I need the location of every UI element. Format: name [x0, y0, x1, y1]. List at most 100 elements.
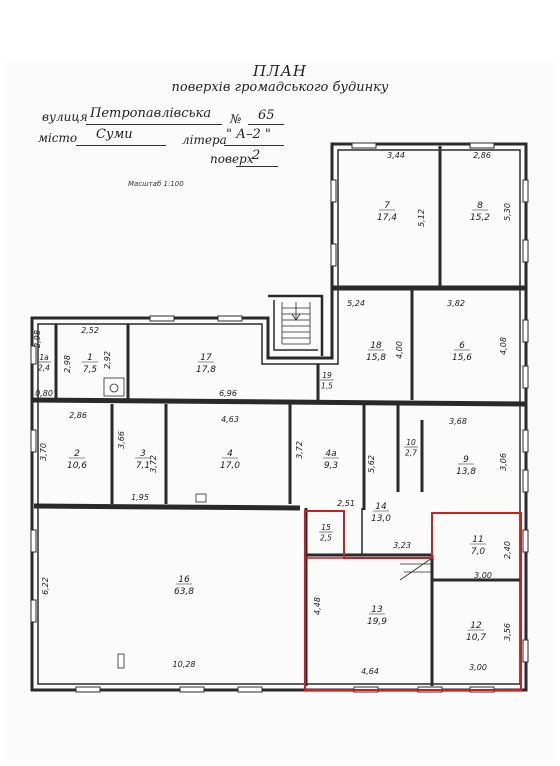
highlight-outline	[304, 510, 522, 691]
city-label: місто	[38, 131, 78, 145]
dimension-label: 4,48	[313, 597, 322, 615]
wall	[33, 503, 301, 511]
street-label: вулиця	[42, 110, 88, 124]
dimension-label: 3,44	[387, 151, 405, 160]
plan-subtitle: поверхів громадського будинку	[171, 80, 389, 95]
room-number: 10	[406, 438, 416, 447]
room-area: 2,4	[38, 364, 50, 373]
window	[522, 469, 529, 493]
dimension-label: 3,23	[393, 541, 411, 550]
number-value: 65	[258, 108, 275, 123]
dimension-label: 3,66	[117, 431, 126, 449]
wall	[31, 397, 527, 407]
room-area: 13,0	[371, 514, 391, 524]
room-number: 1	[87, 353, 93, 363]
room-number: 7	[384, 201, 390, 211]
number-underline	[248, 124, 284, 125]
room-area: 10,7	[466, 633, 486, 643]
window	[30, 345, 37, 365]
dimension-label: 2,98	[63, 355, 72, 373]
room-number: 16	[178, 575, 190, 585]
room-number: 3	[140, 449, 146, 459]
window	[522, 365, 529, 389]
dimension-label: 5,30	[503, 203, 512, 221]
window	[237, 686, 263, 693]
dimension-label: 3,82	[447, 299, 465, 308]
room-area: 63,8	[174, 587, 194, 597]
room-number: 17	[200, 353, 212, 363]
room-number: 11	[472, 535, 483, 545]
room-area: 10,6	[67, 461, 87, 471]
window	[522, 639, 529, 663]
room-number: 8	[477, 201, 483, 211]
dimension-label: 10,28	[173, 660, 196, 669]
room-area: 7,5	[83, 365, 98, 375]
dimension-label: 4,00	[395, 341, 404, 359]
dimension-label: 2,92	[103, 351, 112, 369]
stair-wall	[273, 300, 318, 351]
dimension-label: 5,62	[367, 455, 376, 473]
dimension-label: 2,51	[337, 499, 355, 508]
window	[30, 529, 37, 553]
dimension-label: 6,96	[219, 389, 237, 398]
letter-underline	[224, 145, 284, 146]
room-number: 14	[375, 502, 387, 512]
room-number: 19	[322, 371, 332, 380]
window	[179, 686, 205, 693]
room-number: 4а	[325, 449, 336, 459]
window	[351, 142, 377, 149]
dimension-label: 2,52	[81, 326, 99, 335]
window	[149, 315, 175, 322]
staircase	[281, 302, 433, 581]
dimension-label: 4,08	[499, 337, 508, 355]
window	[522, 179, 529, 203]
highlighted-area	[304, 510, 522, 691]
window	[522, 319, 529, 343]
dimension-label: 3,72	[295, 441, 304, 459]
dimension-label: 4,64	[361, 667, 379, 676]
dimension-label: 3,56	[503, 623, 512, 641]
window	[522, 429, 529, 453]
room-number: 2	[74, 449, 80, 459]
window	[469, 142, 495, 149]
highlight-room-15	[304, 510, 345, 559]
room-area: 15,8	[366, 353, 386, 363]
room-number: 12	[470, 621, 482, 631]
dimension-label: 3,70	[39, 443, 48, 461]
window	[330, 179, 337, 203]
dimension-label: 6,22	[41, 577, 50, 595]
dimension-label: 5,12	[417, 209, 426, 227]
window	[330, 243, 337, 267]
dimension-label: 2,86	[69, 411, 87, 420]
dimension-label: 2,86	[473, 151, 491, 160]
room-number: 4	[227, 449, 233, 459]
room-area: 13,8	[456, 467, 476, 477]
room-area: 7,1	[136, 461, 150, 471]
plan-title: ПЛАН	[252, 62, 308, 80]
letter-value: " А–2 "	[226, 127, 271, 142]
room-number: 18	[370, 341, 382, 351]
dimension-label: 3,06	[499, 453, 508, 471]
dimension-label: 2,40	[503, 541, 512, 559]
dimension-label: 3,72	[149, 455, 158, 473]
drawing-sheet	[4, 60, 556, 760]
room-area: 19,9	[367, 617, 387, 627]
room-area: 9,3	[324, 461, 339, 471]
floor-value: 2	[252, 148, 261, 163]
room-area: 17,8	[196, 365, 216, 375]
room-area: 15,6	[452, 353, 472, 363]
room-area: 7,0	[471, 547, 486, 557]
window	[75, 686, 101, 693]
room-number: 15	[321, 523, 331, 532]
room-number: 6	[459, 341, 465, 351]
floor-underline	[236, 166, 278, 167]
walls	[30, 142, 528, 692]
stair-wall	[268, 294, 324, 356]
room-area: 2,7	[405, 449, 417, 458]
room-number: 1а	[39, 353, 49, 362]
letter-label: літера	[182, 133, 227, 147]
room-area: 17,4	[377, 213, 397, 223]
outer-wall-inner	[37, 149, 521, 685]
window	[217, 315, 243, 322]
